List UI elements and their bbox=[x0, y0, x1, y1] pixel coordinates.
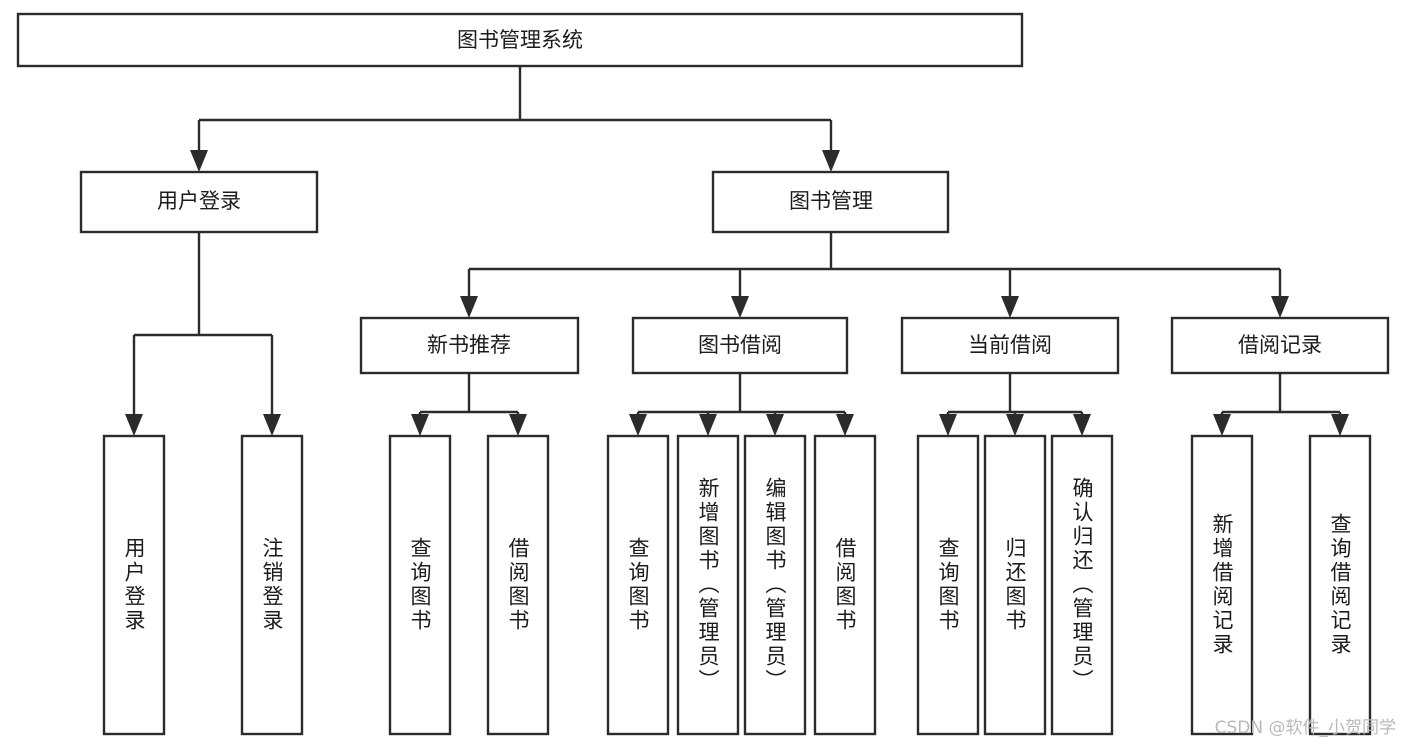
leaf-nb-borrow-book-box[interactable] bbox=[486, 434, 550, 736]
arrow-head-icon bbox=[629, 414, 647, 436]
arrow-head-icon bbox=[1271, 296, 1289, 318]
leaf-bb-borrow-book-label: 借阅图书 bbox=[833, 537, 857, 633]
connector-group-root bbox=[190, 66, 840, 172]
leaf-cb-confirm-return-box[interactable] bbox=[1050, 434, 1114, 736]
leaf-node[interactable]: 新增图书（管理员） bbox=[676, 434, 740, 736]
leaf-cb-query-book-label: 查询图书 bbox=[936, 537, 960, 633]
node-book-manage-label: 图书管理 bbox=[789, 189, 873, 213]
leaf-bb-edit-book-label: 编辑图书（管理员） bbox=[763, 477, 787, 693]
arrow-head-icon bbox=[939, 414, 957, 436]
node-user-login-label: 用户登录 bbox=[157, 189, 241, 213]
node-borrow-record-label: 借阅记录 bbox=[1238, 333, 1322, 357]
leaf-cb-confirm-return-label: 确认归还（管理员） bbox=[1070, 477, 1094, 693]
node-book-borrow[interactable]: 图书借阅 bbox=[631, 316, 849, 375]
node-user-login-box[interactable] bbox=[79, 170, 319, 234]
leaf-node[interactable]: 用户登录 bbox=[102, 434, 166, 736]
leaf-node[interactable]: 查询图书 bbox=[388, 434, 452, 736]
leaf-node[interactable]: 查询借阅记录 bbox=[1308, 434, 1372, 736]
leaf-node[interactable]: 借阅图书 bbox=[486, 434, 550, 736]
node-current-borrow[interactable]: 当前借阅 bbox=[900, 316, 1120, 375]
node-new-book-recommend-label: 新书推荐 bbox=[427, 333, 511, 357]
node-new-book-recommend-box[interactable] bbox=[359, 316, 580, 375]
arrow-head-icon bbox=[1213, 414, 1231, 436]
leaf-node[interactable]: 查询图书 bbox=[606, 434, 670, 736]
node-book-manage-box[interactable] bbox=[711, 170, 950, 234]
arrow-head-icon bbox=[766, 414, 784, 436]
connector-group-borrow-record bbox=[1213, 373, 1349, 436]
leaf-cb-query-book-box[interactable] bbox=[916, 434, 980, 736]
watermark-label: CSDN @软件_小贺同学 bbox=[1215, 718, 1396, 738]
connector-group-current-borrow bbox=[939, 373, 1091, 436]
connector-group-book-borrow bbox=[629, 373, 854, 436]
leaf-node[interactable]: 注销登录 bbox=[240, 434, 304, 736]
leaf-bb-query-book-label: 查询图书 bbox=[626, 537, 650, 633]
leaf-node[interactable]: 新增借阅记录 bbox=[1190, 434, 1254, 736]
arrow-head-icon bbox=[836, 414, 854, 436]
node-book-borrow-label: 图书借阅 bbox=[698, 333, 782, 357]
leaf-nb-query-book-label: 查询图书 bbox=[408, 537, 432, 633]
arrow-head-icon bbox=[1331, 414, 1349, 436]
leaf-node[interactable]: 归还图书 bbox=[983, 434, 1047, 736]
leaf-cb-return-book-box[interactable] bbox=[983, 434, 1047, 736]
leaf-node[interactable]: 查询图书 bbox=[916, 434, 980, 736]
leaf-user-login-label: 用户登录 bbox=[122, 537, 146, 633]
node-root-label: 图书管理系统 bbox=[457, 28, 583, 52]
node-current-borrow-box[interactable] bbox=[900, 316, 1120, 375]
node-root[interactable]: 图书管理系统 bbox=[16, 12, 1024, 68]
node-book-manage[interactable]: 图书管理 bbox=[711, 170, 950, 234]
connector-group-book-manage bbox=[460, 232, 1289, 318]
arrow-head-icon bbox=[1001, 296, 1019, 318]
arrow-head-icon bbox=[1073, 414, 1091, 436]
arrow-head-icon bbox=[509, 414, 527, 436]
leaf-user-login-box[interactable] bbox=[102, 434, 166, 736]
leaf-node[interactable]: 借阅图书 bbox=[813, 434, 877, 736]
node-user-login[interactable]: 用户登录 bbox=[79, 170, 319, 234]
connector-group-new-book bbox=[411, 373, 527, 436]
leaf-node[interactable]: 确认归还（管理员） bbox=[1050, 434, 1114, 736]
arrow-head-icon bbox=[1006, 414, 1024, 436]
leaf-bb-edit-book-box[interactable] bbox=[743, 434, 807, 736]
node-current-borrow-label: 当前借阅 bbox=[968, 333, 1052, 357]
arrow-head-icon bbox=[190, 150, 208, 172]
arrow-head-icon bbox=[411, 414, 429, 436]
arrow-head-icon bbox=[460, 296, 478, 318]
arrow-head-icon bbox=[731, 296, 749, 318]
leaf-logout-label: 注销登录 bbox=[260, 537, 284, 633]
node-borrow-record[interactable]: 借阅记录 bbox=[1170, 316, 1390, 375]
arrow-head-icon bbox=[263, 414, 281, 436]
arrow-head-icon bbox=[699, 414, 717, 436]
leaf-cb-return-book-label: 归还图书 bbox=[1003, 537, 1027, 633]
node-root-box[interactable] bbox=[16, 12, 1024, 68]
leaf-bb-add-book-label: 新增图书（管理员） bbox=[696, 477, 720, 693]
arrow-head-icon bbox=[822, 150, 840, 172]
node-new-book-recommend[interactable]: 新书推荐 bbox=[359, 316, 580, 375]
leaf-br-add-record-label: 新增借阅记录 bbox=[1210, 513, 1234, 657]
leaf-node[interactable]: 编辑图书（管理员） bbox=[743, 434, 807, 736]
leaf-br-query-record-box[interactable] bbox=[1308, 434, 1372, 736]
leaf-nb-query-book-box[interactable] bbox=[388, 434, 452, 736]
arrow-head-icon bbox=[125, 414, 143, 436]
leaf-nb-borrow-book-label: 借阅图书 bbox=[506, 537, 530, 633]
leaf-bb-add-book-box[interactable] bbox=[676, 434, 740, 736]
leaf-bb-borrow-book-box[interactable] bbox=[813, 434, 877, 736]
node-book-borrow-box[interactable] bbox=[631, 316, 849, 375]
leaf-bb-query-book-box[interactable] bbox=[606, 434, 670, 736]
leaf-br-query-record-label: 查询借阅记录 bbox=[1328, 513, 1352, 657]
node-borrow-record-box[interactable] bbox=[1170, 316, 1390, 375]
connector-group-user-login bbox=[125, 232, 281, 436]
leaf-logout-box[interactable] bbox=[240, 434, 304, 736]
leaf-br-add-record-box[interactable] bbox=[1190, 434, 1254, 736]
